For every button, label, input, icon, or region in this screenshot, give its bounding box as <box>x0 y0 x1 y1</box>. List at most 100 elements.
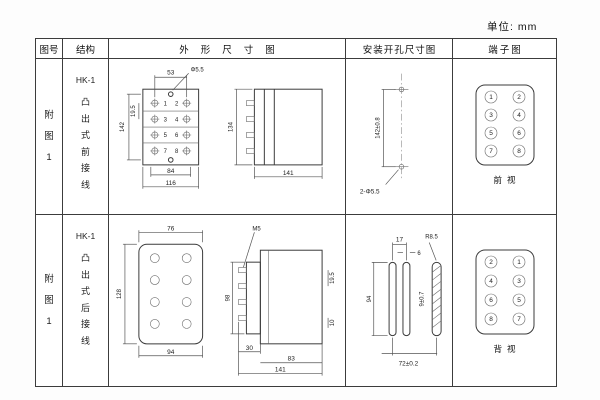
mounting-dimension-lines <box>381 88 399 185</box>
panel-section-bar <box>431 261 442 336</box>
header-structure: 结构 <box>63 39 109 59</box>
view-label: 背视 <box>493 344 520 354</box>
terminal-number: 6 <box>489 297 493 304</box>
dim-bottom-width: 94 <box>167 348 175 355</box>
header-terminal-label: 端子图 <box>488 44 523 56</box>
side-view-dimension-lines <box>230 231 329 376</box>
terminal-number: 7 <box>489 148 493 155</box>
outline-drawing-front-wiring: 1 2 3 4 5 6 7 8 <box>120 67 323 189</box>
dim-slot-height: 94 <box>367 295 373 302</box>
side-view-terminal-stubs <box>246 99 255 154</box>
header-fig-no-label: 图号 <box>39 44 59 56</box>
mounting-holes <box>394 86 409 169</box>
terminal-number: 3 <box>489 112 493 119</box>
dim-height: 142 <box>120 121 126 132</box>
dim-base-width: 84 <box>167 167 175 174</box>
outline-drawing-rear-wiring: 76 128 94 M5 98 19.5 10 30 83 141 <box>117 225 336 376</box>
row1-mounting-cell: 142±0.8 2-Φ5.5 <box>346 59 453 215</box>
terminal-number: 4 <box>489 278 493 285</box>
dim-total-width: 116 <box>166 179 177 186</box>
header-mounting-label: 安装开孔尺寸图 <box>362 44 437 56</box>
header-mounting: 安装开孔尺寸图 <box>346 39 453 59</box>
terminal-number: 8 <box>175 149 179 155</box>
row2-fig-no: 附图1 <box>44 274 54 327</box>
dim-screw-span: 53 <box>167 69 175 76</box>
row2-mounting-cell: 17 6 R8.5 94 9±0.7 72±0.2 <box>346 215 453 386</box>
side-view-body <box>253 88 323 165</box>
header-terminal: 端子图 <box>453 39 556 59</box>
side-view-dimension-lines <box>234 88 323 179</box>
row1-fig-no-cell: 附图1 <box>36 59 63 215</box>
terminal-number: 1 <box>164 101 168 107</box>
dim-depth: 141 <box>275 366 286 373</box>
mounting-drawing-front-wiring: 142±0.8 2-Φ5.5 <box>360 73 409 195</box>
terminal-number: 4 <box>517 112 521 119</box>
dim-depth: 141 <box>283 169 294 176</box>
dim-pitch: 19.5 <box>330 271 336 283</box>
dim-hole-dia: Φ5.5 <box>191 67 205 73</box>
rear-view-body <box>138 243 204 344</box>
terminal-number: 6 <box>517 130 521 137</box>
header-structure-label: 结构 <box>75 44 95 56</box>
rear-view-holes <box>150 252 192 329</box>
dim-span: 72±0.2 <box>399 360 419 367</box>
side-view-terminal-stubs <box>238 249 269 344</box>
dim-side-height: 134 <box>228 121 234 132</box>
rear-view-dimension-lines <box>122 229 203 358</box>
dim-radius: R8.5 <box>425 234 438 240</box>
terminal-number: 5 <box>489 130 493 137</box>
row2-fig-no-cell: 附图1 <box>36 215 63 386</box>
terminal-number: 1 <box>517 259 521 266</box>
dim-slot-span: 17 <box>396 236 404 243</box>
terminal-circles <box>484 90 526 157</box>
mounting-drawing-rear-wiring: 17 6 R8.5 94 9±0.7 72±0.2 <box>367 234 442 367</box>
terminal-diagram-rear: 2 1 4 3 6 5 8 7 背视 <box>475 249 535 354</box>
terminal-number: 5 <box>517 297 521 304</box>
row2-structure-cell: HK-1 凸出式后接线 <box>63 215 109 386</box>
terminal-number: 3 <box>164 117 168 123</box>
dim-pitch: 19.5 <box>131 104 137 116</box>
header-outline: 外形尺寸图 <box>109 39 346 59</box>
dim-block-depth: 30 <box>246 344 254 351</box>
terminal-number: 8 <box>489 316 493 323</box>
terminal-circle-numbers: 2 1 4 3 6 5 8 7 <box>489 259 521 323</box>
row1-fig-no: 附图1 <box>44 110 54 163</box>
dim-holes-note: 2-Φ5.5 <box>360 188 380 195</box>
row1-structure-cell: HK-1 凸出式前接线 <box>63 59 109 215</box>
dim-offset: 10 <box>330 318 336 325</box>
terminal-number: 4 <box>175 117 179 123</box>
header-outline-label: 外形尺寸图 <box>179 44 287 56</box>
terminal-circle-numbers: 1 2 3 4 5 6 7 8 <box>489 94 521 155</box>
header-fig-no: 图号 <box>36 39 63 59</box>
terminal-number: 7 <box>517 316 521 323</box>
view-label: 前视 <box>493 175 520 185</box>
dim-top-width: 76 <box>167 225 175 232</box>
terminal-number: 6 <box>175 133 179 139</box>
dim-block-height: 98 <box>225 294 231 301</box>
front-view-row-lines <box>142 110 199 143</box>
front-view-terminal-numbers: 1 2 3 4 5 6 7 8 <box>164 101 179 155</box>
row2-terminal-cell: 2 1 4 3 6 5 8 7 背视 <box>453 215 556 386</box>
terminal-diagram-front: 1 2 3 4 5 6 7 8 前视 <box>475 84 535 185</box>
row1-structure: 凸出式前接线 <box>80 97 90 190</box>
terminal-circles <box>484 255 526 325</box>
terminal-number: 3 <box>517 278 521 285</box>
terminal-block-outline <box>475 84 535 165</box>
row2-outline-cell: 76 128 94 M5 98 19.5 10 30 83 141 <box>109 215 346 386</box>
row1-model: HK-1 <box>75 75 96 85</box>
dim-body-depth: 83 <box>288 355 296 362</box>
terminal-number: 2 <box>489 259 493 266</box>
front-view-screws <box>150 98 192 155</box>
side-view-body <box>245 249 323 344</box>
front-view-dimension-lines <box>126 72 199 189</box>
terminal-block-outline <box>475 249 535 334</box>
dim-screw: M5 <box>252 226 261 232</box>
dim-slot-width: 6 <box>417 250 421 256</box>
spec-table: 图号 结构 外形尺寸图 安装开孔尺寸图 端子图 附图1 HK-1 凸出式前接线 <box>35 38 557 387</box>
dim-height: 128 <box>117 288 123 299</box>
row2-structure: 凸出式后接线 <box>80 253 90 346</box>
row2-model: HK-1 <box>75 231 96 241</box>
dim-hole-span: 142±0.8 <box>376 116 382 138</box>
mounting-slots <box>388 261 411 336</box>
terminal-number: 7 <box>164 149 168 155</box>
